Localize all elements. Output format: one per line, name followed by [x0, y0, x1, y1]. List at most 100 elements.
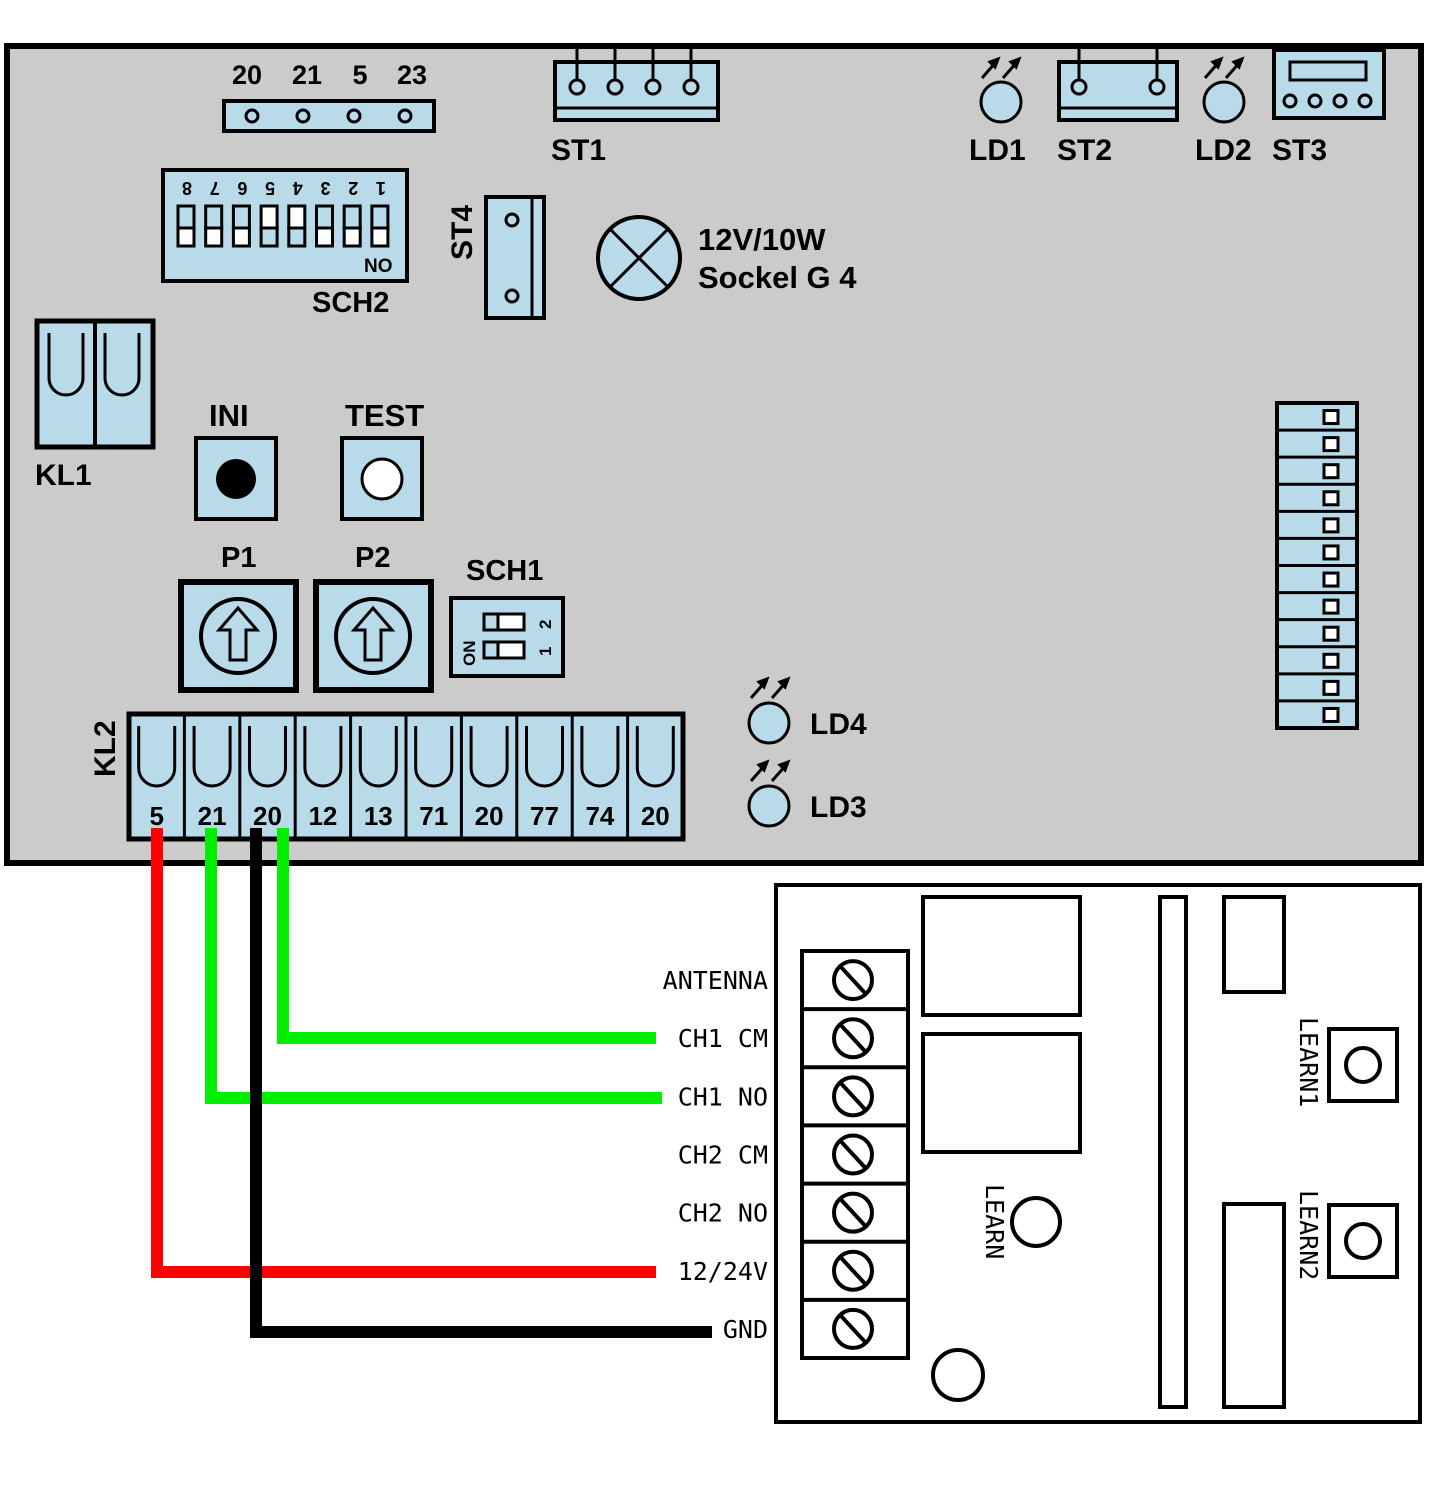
st2-connector: ST2	[1057, 46, 1179, 167]
light-arrows-icon	[1203, 56, 1245, 79]
receiver-terminal-label: GND	[723, 1315, 768, 1344]
screw-icon	[832, 1017, 874, 1060]
ld1-label: LD1	[969, 134, 1026, 167]
sch2-switch-number: 7	[210, 178, 220, 198]
learn-led: LEARN	[980, 1184, 1062, 1259]
light-arrows-icon	[980, 56, 1022, 79]
lamp: 12V/10W Sockel G 4	[596, 215, 857, 301]
screw-icon	[832, 1075, 874, 1118]
kl2-terminal: 12	[293, 714, 343, 839]
st2-label: ST2	[1057, 134, 1112, 167]
kl2-terminal: 71	[404, 714, 454, 839]
kl2-terminal: 21	[182, 714, 232, 839]
receiver-terminal-label: CH1 CM	[678, 1024, 768, 1053]
side-strip-pad	[1322, 706, 1340, 723]
p2-potentiometer: P2	[313, 542, 434, 693]
sch2-switches	[176, 204, 390, 248]
kl2-terminal-label: 71	[419, 801, 448, 831]
kl2-terminal: 74	[570, 714, 620, 839]
receiver-screws	[802, 959, 908, 1350]
side-strip-cells	[1277, 409, 1357, 723]
side-connector-strip	[1275, 401, 1359, 730]
ld1-led: LD1	[969, 56, 1026, 167]
side-strip-pad	[1322, 463, 1340, 480]
receiver-terminal-label: CH2 NO	[678, 1199, 768, 1228]
test-button-dot	[360, 457, 404, 501]
up-arrow-icon	[215, 605, 261, 662]
p1-potentiometer: P1	[178, 542, 299, 693]
kl2-terminal-label: 21	[198, 801, 227, 831]
side-strip-pad	[1322, 571, 1340, 588]
learn-label: LEARN	[980, 1184, 1009, 1259]
ld3-led: LD3	[747, 759, 867, 828]
sch2-switch	[259, 204, 279, 248]
kl2-terminal: 20	[626, 714, 675, 839]
receiver-terminal-label: CH1 NO	[678, 1082, 768, 1111]
screw-icon	[832, 1307, 874, 1350]
side-strip-pad	[1322, 436, 1340, 453]
side-strip-pad	[1322, 598, 1340, 615]
relay-1	[921, 895, 1082, 1017]
sch2-switch	[315, 204, 334, 248]
header-pin-label: 21	[292, 60, 322, 90]
receiver-terminal-label: 12/24V	[678, 1257, 768, 1286]
receiver-terminal-label: ANTENNA	[663, 966, 768, 995]
sch2-switch-number: 4	[293, 178, 303, 198]
learn2-button: LEARN2	[1294, 1190, 1399, 1280]
kl2-terminal-label: 20	[641, 801, 670, 831]
sch2-switch	[342, 204, 362, 248]
sch2-switch-number: 1	[376, 178, 386, 198]
receiver-chip-bottom	[1222, 1202, 1286, 1409]
sch1-label: SCH1	[466, 555, 543, 587]
receiver-strip	[1158, 895, 1188, 1409]
sch2-switch-number: 3	[320, 178, 330, 198]
sch2-switch	[370, 204, 390, 248]
receiver-chip-top	[1222, 895, 1286, 994]
kl2-terminal: 20	[238, 714, 287, 839]
ld4-led: LD4	[747, 676, 867, 745]
kl2-terminal-label: 13	[364, 801, 393, 831]
header-pin-label: 20	[232, 60, 262, 90]
st1-connector: ST1	[551, 46, 720, 167]
side-strip-pad	[1322, 409, 1340, 426]
sch2-switch-number: 2	[348, 178, 358, 198]
receiver-terminal-labels: ANTENNA CH1 CM CH1 NO CH2 CM CH2 NO 12/24V GND	[663, 966, 768, 1344]
kl1-terminal: KL1	[34, 318, 156, 492]
ini-button: INI	[194, 398, 278, 521]
wires	[151, 828, 712, 1338]
learn2-label: LEARN2	[1294, 1190, 1323, 1280]
receiver-terminal-block	[800, 949, 910, 1360]
side-strip-pad	[1322, 652, 1340, 669]
wire-green-20-to-ch1-cm	[277, 828, 656, 1044]
wire-red-5-to-12-24v	[151, 828, 656, 1278]
p1-label: P1	[221, 542, 256, 574]
kl2-terminal: 13	[349, 714, 398, 839]
sch2-no-label: NO	[364, 256, 393, 277]
ld2-led: LD2	[1195, 56, 1252, 167]
header-pin-label: 23	[397, 60, 427, 90]
sch2-switch-number: 5	[265, 178, 275, 198]
kl2-terminal-label: 20	[475, 801, 504, 831]
sch1-num2: 2	[536, 620, 555, 629]
st4-label: ST4	[446, 205, 479, 260]
ld2-label: LD2	[1195, 134, 1252, 167]
sch1-dip-switch: SCH1 ON 2 1	[449, 555, 565, 678]
up-arrow-icon	[350, 605, 396, 662]
ini-label: INI	[209, 398, 249, 433]
receiver-terminal-label: CH2 CM	[678, 1141, 768, 1170]
screw-icon	[832, 1249, 874, 1292]
kl2-label: KL2	[89, 720, 122, 777]
receiver-mount-hole	[931, 1348, 985, 1402]
sch2-label: SCH2	[312, 287, 389, 319]
kl2-terminal-label: 20	[253, 801, 282, 831]
kl2-terminal: 77	[515, 714, 564, 839]
st3-connector: ST3	[1272, 46, 1386, 167]
screw-icon	[832, 1191, 874, 1234]
light-arrows-icon	[749, 759, 791, 782]
relay-2	[921, 1032, 1082, 1154]
st1-label: ST1	[551, 134, 606, 167]
sch2-switch	[231, 204, 251, 248]
